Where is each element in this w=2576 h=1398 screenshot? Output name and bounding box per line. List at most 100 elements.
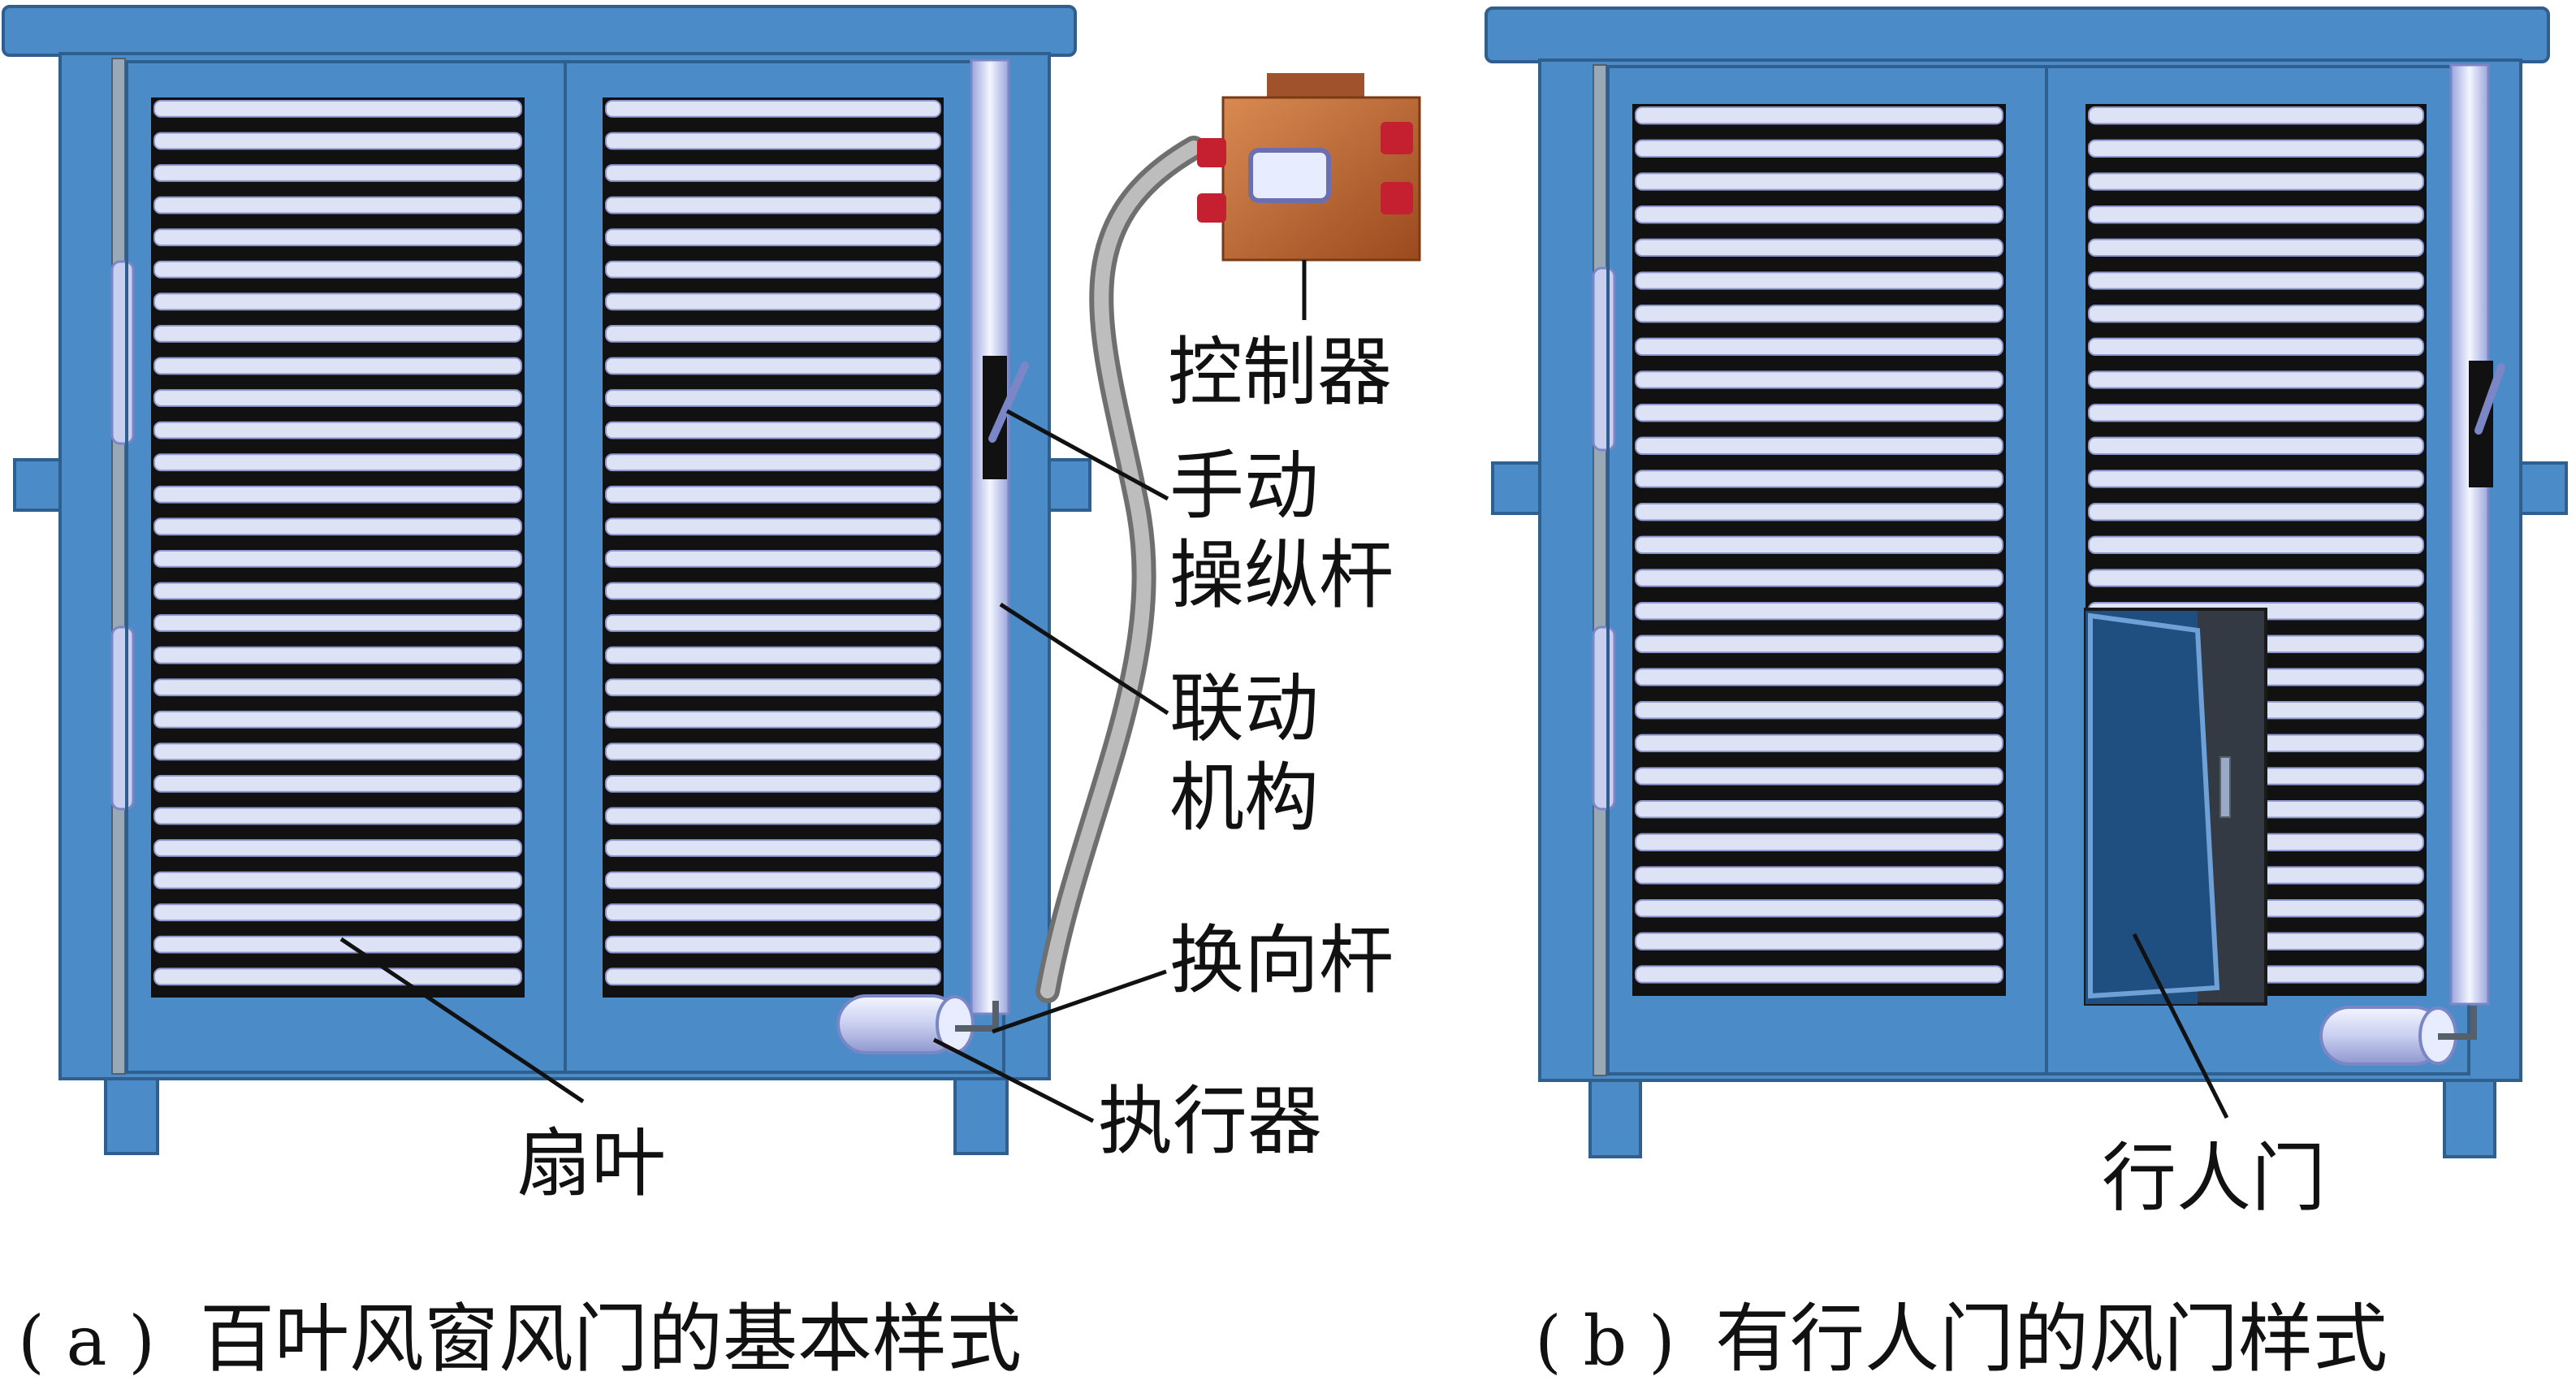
controller-a — [1197, 73, 1421, 262]
label-controller: 控制器 — [1168, 329, 1392, 416]
manual-lever-b — [2474, 363, 2505, 435]
louver-slat — [153, 871, 522, 889]
louver-slat — [1635, 172, 2003, 191]
louver-slat — [2088, 139, 2424, 158]
louver-slat — [605, 196, 941, 214]
panel-a: 控制器 手动 操纵杆 联动 机构 换向杆 执行器 扇叶 ( a ) 百叶风窗风门… — [2, 5, 1421, 1383]
louver-slat — [153, 967, 522, 986]
louver-slat — [605, 903, 941, 922]
leg-right-b — [2443, 1072, 2496, 1158]
louver-slat — [153, 196, 522, 214]
pedestrian-door[interactable] — [2084, 608, 2267, 1006]
louver-slat — [605, 710, 941, 729]
louver-slat — [1635, 503, 2003, 522]
louver-slat — [1635, 602, 2003, 621]
louver-slat — [2088, 436, 2424, 456]
louver-slat — [1635, 404, 2003, 422]
louver-slat — [2088, 206, 2424, 224]
louver-slat — [2088, 238, 2424, 257]
louver-slat — [1635, 206, 2003, 224]
louver-left-b — [1632, 104, 2006, 996]
hinge-post-a — [111, 58, 126, 1075]
louver-slat — [153, 325, 522, 343]
label-linkage-line2: 机构 — [1169, 755, 1319, 842]
louver-slat — [1635, 899, 2003, 918]
louver-slat — [153, 646, 522, 664]
caption-a-text: 百叶风窗风门的基本样式 — [200, 1296, 1022, 1383]
hinge-lower-a — [110, 625, 135, 811]
louver-slat — [605, 582, 941, 600]
louver-slat — [1635, 238, 2003, 257]
louver-slat — [605, 132, 941, 150]
louver-slat — [605, 550, 941, 568]
louver-slat — [2088, 569, 2424, 587]
louver-slat — [605, 935, 941, 954]
caption-a-prefix: ( a ) — [18, 1301, 155, 1381]
louver-slat — [605, 421, 941, 439]
leader-line-door — [2132, 933, 2229, 1119]
manual-lever-a — [988, 361, 1029, 443]
louver-slat — [153, 710, 522, 729]
louver-slat — [1635, 833, 2003, 851]
top-cap-b — [1485, 6, 2550, 63]
louver-slat — [605, 646, 941, 664]
reversing-rod-b — [2438, 1006, 2477, 1040]
leader-lines-a — [339, 260, 1307, 1123]
louver-slat — [605, 678, 941, 697]
linkage-rail-b — [2449, 63, 2490, 1006]
louver-slat — [605, 100, 941, 118]
actuator-a — [836, 994, 975, 1054]
label-manual-lever-line1: 手动 — [1169, 443, 1319, 530]
louver-slat — [1635, 470, 2003, 488]
leg-right-a — [953, 1067, 1009, 1155]
louver-slat — [605, 742, 941, 761]
actuator-b — [2319, 1006, 2457, 1066]
louver-slat — [2088, 370, 2424, 389]
louver-right-a — [603, 97, 944, 998]
louver-slat — [153, 935, 522, 954]
top-cap-a — [2, 5, 1077, 57]
louver-slat — [1635, 569, 2003, 587]
louver-slat — [1635, 767, 2003, 786]
louver-slat — [153, 164, 522, 182]
louver-slat — [153, 807, 522, 825]
louver-slat — [153, 292, 522, 311]
label-reversing-rod: 换向杆 — [1169, 917, 1394, 1004]
louver-slat — [605, 967, 941, 986]
hinge-upper-a — [110, 260, 135, 445]
leg-left-a — [104, 1067, 159, 1155]
leg-left-b — [1588, 1072, 1642, 1158]
louver-slat — [605, 614, 941, 632]
hinge-post-b — [1593, 64, 1607, 1076]
louver-slat — [605, 517, 941, 536]
louver-slat — [153, 132, 522, 150]
louver-slat — [605, 260, 941, 279]
louver-slat — [1635, 370, 2003, 389]
louver-slat — [605, 453, 941, 472]
label-pedestrian-door: 行人门 — [2102, 1135, 2326, 1222]
louver-slat — [153, 742, 522, 761]
louver-slat — [605, 389, 941, 407]
louver-slat — [605, 871, 941, 889]
louver-slat — [153, 453, 522, 472]
louver-slat — [1635, 965, 2003, 984]
louver-slat — [1635, 535, 2003, 555]
louver-slat — [1635, 634, 2003, 654]
caption-b-prefix: ( b ) — [1535, 1301, 1675, 1381]
side-tab-left-a — [13, 458, 67, 512]
hinge-lower-b — [1592, 625, 1616, 811]
louver-slat — [2088, 106, 2424, 125]
louver-slat — [2088, 470, 2424, 488]
damper-a — [2, 5, 1421, 1155]
louver-slat — [605, 839, 941, 857]
door-handle — [2219, 756, 2231, 818]
louver-slat — [605, 164, 941, 182]
louver-slat — [1635, 932, 2003, 950]
label-actuator: 执行器 — [1098, 1078, 1322, 1165]
louver-slat — [1635, 106, 2003, 125]
louver-slat — [2088, 172, 2424, 191]
linkage-rail-a — [970, 58, 1010, 1015]
louver-slat — [605, 292, 941, 311]
louver-slat — [153, 357, 522, 375]
louver-slat — [153, 260, 522, 279]
